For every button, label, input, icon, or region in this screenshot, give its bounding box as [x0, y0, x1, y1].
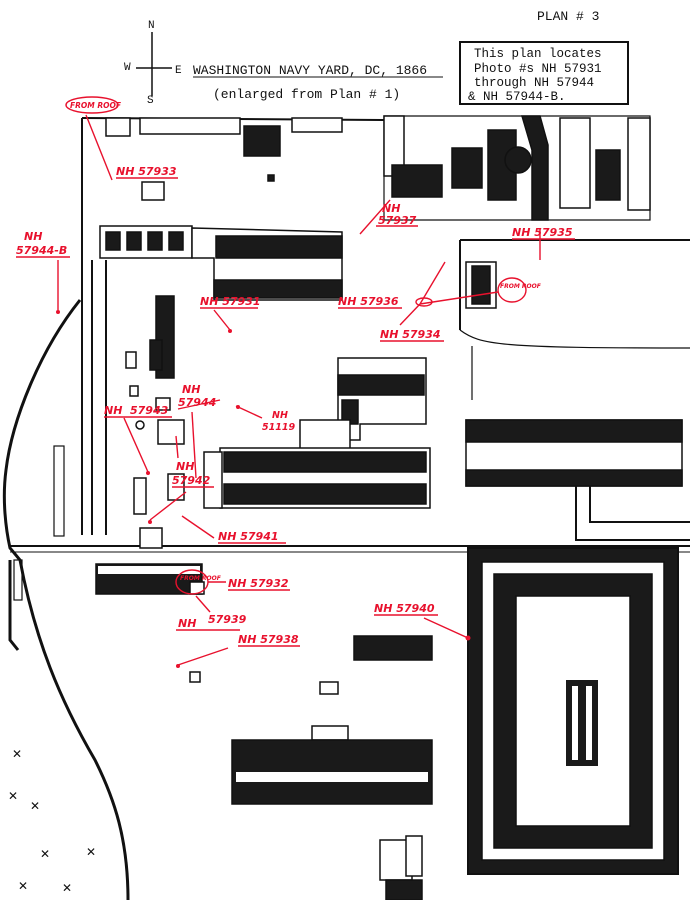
label-nh57939-line1: NH	[178, 617, 196, 630]
label-nh57944b-line2: 57944-B	[16, 244, 67, 257]
svg-text:✕: ✕	[40, 847, 50, 861]
label-nh57941: NH 57941	[218, 530, 279, 543]
label-from-roof-2: FROM ROOF	[500, 283, 542, 290]
quadrangle-building	[467, 547, 679, 875]
southwest-buildings	[95, 563, 205, 595]
south-long-building	[231, 725, 433, 900]
label-nh57935: NH 57935	[512, 226, 573, 239]
label-nh57931: NH 57931	[200, 295, 261, 308]
svg-text:✕: ✕	[62, 881, 72, 895]
label-nh57942-line1: NH	[176, 460, 194, 473]
svg-text:✕: ✕	[18, 879, 28, 893]
yard-north-wall	[81, 117, 386, 182]
label-nh57943-line1: NH	[104, 404, 122, 417]
label-nh57937-line1: NH	[382, 202, 400, 215]
label-nh57942-line2: 57942	[172, 474, 211, 487]
label-nh51119-line1: NH	[272, 410, 288, 421]
east-roads	[459, 239, 691, 400]
compass-south: S	[147, 95, 154, 107]
label-nh57940: NH 57940	[374, 602, 435, 615]
info-line-3: through NH 57944	[474, 76, 594, 90]
building-north-small	[243, 125, 281, 157]
label-from-roof-3: FROM ROOF	[180, 575, 222, 582]
compass-east: E	[175, 65, 182, 77]
label-nh57934: NH 57934	[380, 328, 441, 341]
label-from-roof-1: FROM ROOF	[70, 101, 122, 110]
label-nh57933: NH 57933	[116, 165, 177, 178]
compass-west: W	[124, 62, 131, 74]
info-box: This plan locates Photo #s NH 57931 thro…	[459, 41, 629, 105]
label-nh57944-line2: 57944	[178, 396, 216, 409]
map-subtitle: (enlarged from Plan # 1)	[213, 87, 400, 102]
label-nh57944-line1: NH	[182, 383, 200, 396]
south-small-building	[353, 635, 433, 661]
label-nh57936: NH 57936	[338, 295, 399, 308]
label-nh57944b-line1: NH	[24, 230, 42, 243]
compass-icon: N S E W	[124, 20, 182, 107]
arched-buildings	[99, 181, 193, 259]
info-line-4: & NH 57944-B.	[468, 90, 566, 104]
central-long-building	[191, 227, 343, 301]
label-nh57932: NH 57932	[228, 577, 289, 590]
middle-road	[10, 527, 690, 553]
svg-text:✕: ✕	[86, 845, 96, 859]
west-road	[53, 140, 107, 537]
svg-text:✕: ✕	[12, 747, 22, 761]
label-nh57938: NH 57938	[238, 633, 299, 646]
map-title: WASHINGTON NAVY YARD, DC, 1866	[193, 63, 427, 78]
label-nh57937-line2: 57937	[378, 214, 417, 227]
plan-number: PLAN # 3	[537, 9, 599, 24]
info-line-1: This plan locates	[474, 47, 602, 61]
shoreline	[2, 299, 130, 900]
north-east-complex	[383, 115, 651, 221]
info-line-2: Photo #s NH 57931	[474, 62, 602, 76]
tree-marks: ✕ ✕ ✕ ✕ ✕ ✕ ✕	[8, 747, 96, 895]
label-nh57939-line2: 57939	[208, 613, 247, 626]
label-nh57943-line2: 57943	[130, 404, 169, 417]
label-nh51119-line2: 51119	[262, 422, 295, 433]
compass-north: N	[148, 20, 155, 32]
red-annotations: FROM ROOF NH 57933 NH 57944-B NH 57937 N…	[16, 96, 575, 668]
svg-text:✕: ✕	[30, 799, 40, 813]
east-long-building	[465, 419, 690, 541]
svg-text:✕: ✕	[8, 789, 18, 803]
stepped-building	[203, 357, 431, 509]
